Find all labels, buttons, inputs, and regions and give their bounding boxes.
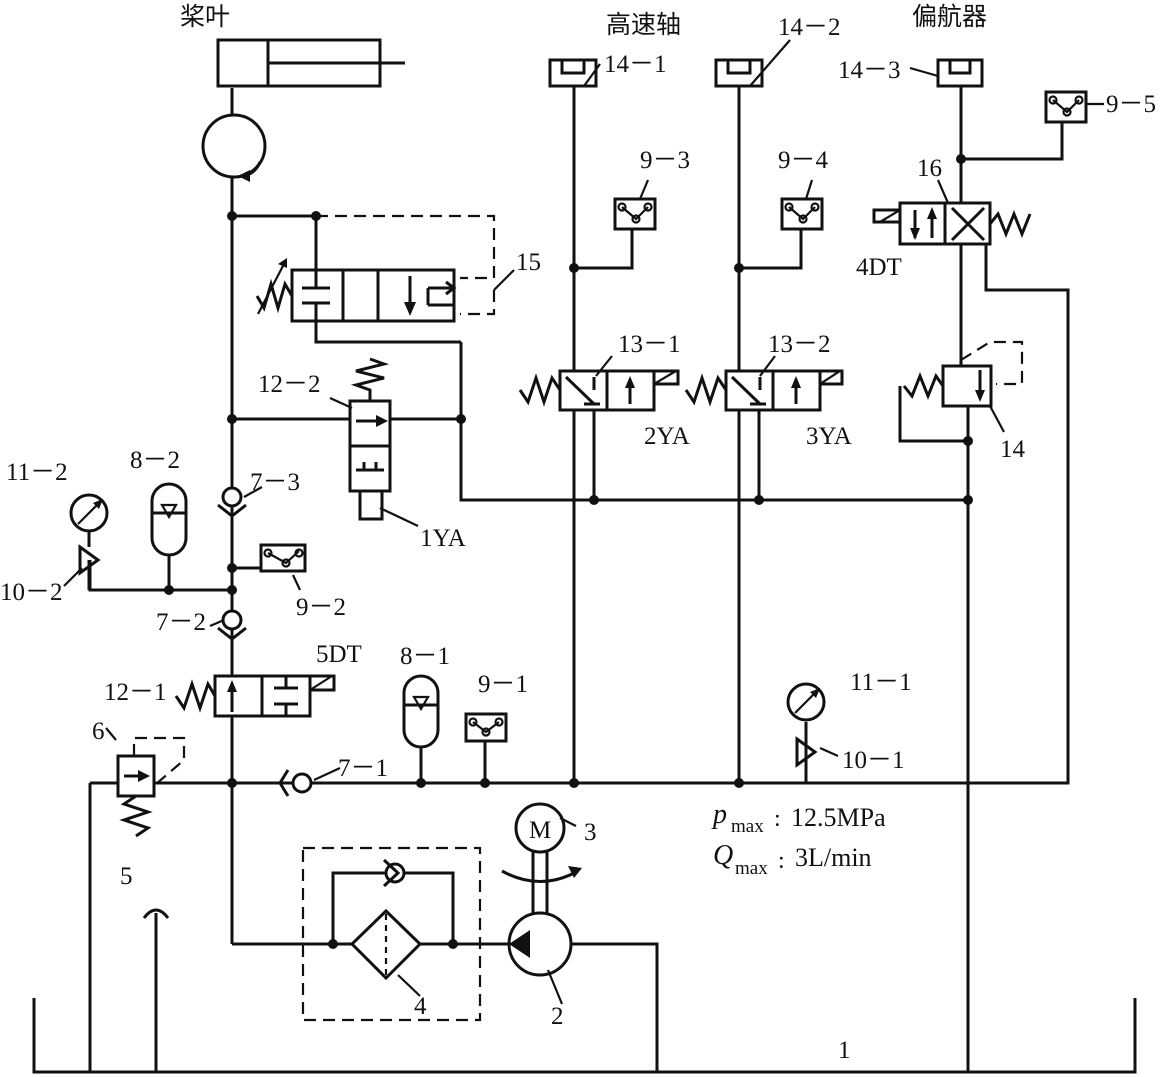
pressure-switch-9-2	[259, 543, 307, 573]
label-2: 2	[551, 1003, 564, 1030]
propeller-cylinder	[216, 38, 405, 88]
oil-tank	[32, 998, 1137, 1074]
air-breather-5	[142, 908, 170, 919]
label-13-2: 13－2	[768, 331, 831, 358]
label-15: 15	[516, 249, 541, 276]
pressure-switch-9-1	[464, 712, 508, 743]
label-9-1: 9－1	[478, 671, 528, 698]
spec-p-symbol: p	[711, 799, 727, 830]
spec-q-value: 3L/min	[795, 843, 872, 872]
label-8-2: 8－2	[130, 447, 180, 474]
label-9-2: 9－2	[296, 594, 346, 621]
spec-p-sep: :	[774, 806, 781, 832]
label-7-2: 7－2	[156, 609, 206, 636]
spec-pressure: p max : 12.5MPa	[711, 799, 886, 837]
label-1: 1	[838, 1037, 851, 1064]
label-4: 4	[414, 993, 427, 1020]
label-8-1: 8－1	[400, 643, 450, 670]
valve-15	[255, 214, 515, 323]
label-12-2: 12－2	[258, 371, 321, 398]
pump-2	[507, 911, 573, 1005]
spec-flow: Q max : 3L/min	[713, 840, 872, 879]
label-12-1: 12－1	[104, 679, 167, 706]
label-10-2: 10－2	[0, 579, 63, 606]
accumulator-8-1	[402, 674, 440, 749]
spec-q-sub: max	[735, 858, 768, 879]
filter-4	[301, 846, 482, 1022]
label-motor: M	[529, 817, 551, 844]
valve-13-2	[684, 369, 844, 412]
label-9-3: 9－3	[640, 147, 690, 174]
check-valve-7-3	[217, 486, 247, 518]
label-14-2: 14－2	[778, 14, 841, 41]
relief-valve-6	[90, 727, 186, 838]
label-6: 6	[92, 718, 105, 745]
label-3: 3	[584, 819, 597, 846]
rotary-joint	[201, 113, 267, 182]
brake-14-2	[714, 39, 791, 88]
label-14: 14	[1000, 436, 1026, 463]
accumulator-8-2	[150, 482, 188, 557]
pressure-switch-9-5	[1044, 90, 1088, 124]
brake-14-1	[548, 58, 601, 88]
valve-13-1	[518, 369, 680, 412]
label-yaw: 偏航器	[912, 2, 987, 31]
label-11-1: 11－1	[850, 669, 912, 696]
label-4dt: 4DT	[856, 254, 902, 281]
label-propeller: 桨叶	[180, 2, 230, 31]
valve-16	[872, 201, 1032, 246]
leader-lines	[63, 102, 1104, 758]
label-14-1: 14－1	[604, 51, 667, 78]
spec-p-value: 12.5MPa	[791, 803, 886, 832]
labels: 桨叶 高速轴 偏航器 14－1 14－2 14－3 9－3 9－4 9－5 16…	[0, 2, 1156, 1064]
valve-12-2	[348, 357, 419, 527]
label-5dt: 5DT	[316, 641, 362, 668]
label-3ya: 3YA	[806, 423, 852, 450]
label-10-1: 10－1	[842, 747, 905, 774]
label-13-1: 13－1	[618, 331, 681, 358]
spec-p-sub: max	[731, 816, 764, 837]
label-7-3: 7－3	[250, 469, 300, 496]
brake-14-3	[909, 58, 984, 88]
label-7-1: 7－1	[338, 755, 388, 782]
spec-q-sep: :	[778, 848, 785, 874]
check-valve-7-1	[278, 767, 341, 797]
motor-3	[501, 802, 582, 913]
valve-12-1	[174, 674, 336, 718]
label-5: 5	[120, 863, 133, 890]
label-9-4: 9－4	[778, 147, 829, 174]
spec-q-symbol: Q	[713, 840, 733, 871]
pressure-gauge-11-1	[786, 682, 826, 768]
label-9-5: 9－5	[1106, 91, 1156, 118]
label-11-2: 11－2	[6, 459, 68, 486]
pressure-switch-9-4	[780, 197, 824, 231]
label-1ya: 1YA	[420, 525, 466, 552]
label-14-3: 14－3	[838, 57, 901, 84]
label-2ya: 2YA	[644, 423, 690, 450]
valve-14	[898, 340, 1024, 443]
pressure-gauge-11-2	[69, 493, 109, 590]
pressure-switch-9-3	[613, 197, 657, 231]
label-16: 16	[917, 155, 942, 182]
label-high-speed-shaft: 高速轴	[606, 10, 681, 39]
